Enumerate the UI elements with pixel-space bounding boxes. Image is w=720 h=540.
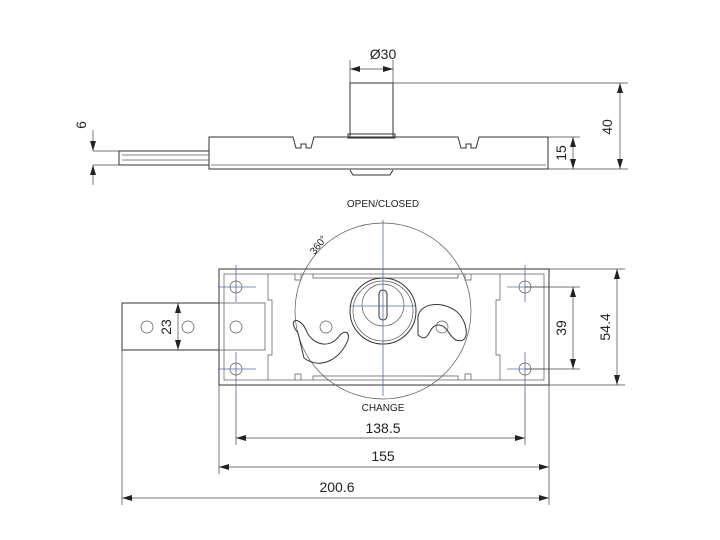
rotation-label: 360°	[308, 234, 329, 257]
body-front	[218, 268, 550, 386]
change-label: CHANGE	[362, 403, 405, 414]
bar-side	[118, 150, 210, 166]
hole-spacing-vertical-label: 39	[553, 320, 569, 336]
overall-length-label: 200.6	[319, 479, 354, 495]
diameter-label: Ø30	[370, 46, 397, 62]
body-height-side-label: 15	[553, 145, 569, 161]
body-side	[208, 136, 549, 170]
body-height-label: 54.4	[597, 313, 613, 340]
cylinder-side	[349, 82, 394, 138]
side-view: Ø30 40 15 6	[73, 46, 628, 185]
body-length-label: 155	[371, 448, 395, 464]
front-view: OPEN/CLOSED CHANGE 360° 23 39 54.4 138.5…	[121, 199, 625, 505]
bar-thickness-label: 6	[73, 121, 89, 129]
cam-right	[417, 304, 467, 342]
bar-width-label: 23	[158, 319, 174, 335]
height-total-label: 40	[599, 119, 615, 135]
cam-left	[292, 320, 349, 364]
hole-spacing-horizontal-label: 138.5	[365, 420, 400, 436]
open-closed-label: OPEN/CLOSED	[347, 199, 419, 210]
